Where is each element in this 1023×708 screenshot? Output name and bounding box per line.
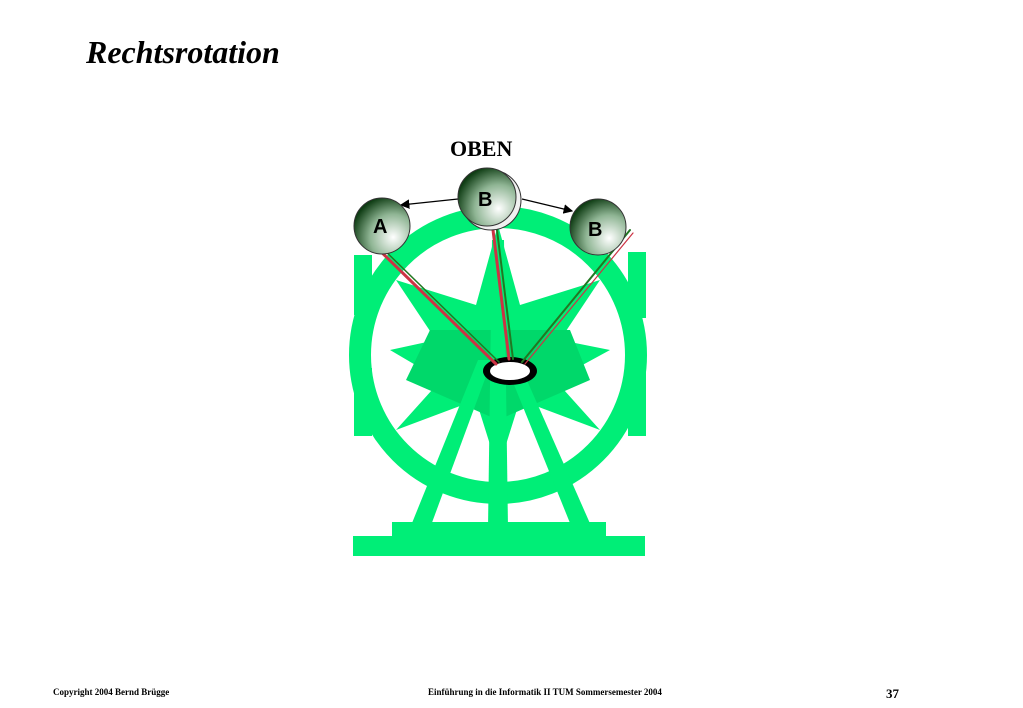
wheel-side-block-right-bottom bbox=[628, 370, 646, 436]
node-left-circle bbox=[353, 197, 411, 255]
wheel-structure bbox=[349, 206, 647, 556]
wheel-support-right-leg bbox=[504, 360, 592, 528]
footer-course: Einführung in die Informatik II TUM Somm… bbox=[428, 687, 662, 697]
node-top: B bbox=[457, 167, 522, 231]
node-right-label: B bbox=[588, 219, 602, 241]
rod-right-green bbox=[521, 229, 631, 363]
node-right-circle bbox=[569, 198, 627, 256]
rod-left-red bbox=[370, 241, 498, 366]
top-label: OBEN bbox=[450, 136, 513, 161]
node-left-label: A bbox=[373, 216, 387, 238]
wheel-base-lower bbox=[353, 536, 645, 556]
rod-right-red bbox=[524, 232, 634, 365]
arrow-to-right-node bbox=[521, 198, 574, 214]
rod-left-green bbox=[374, 240, 500, 363]
wheel-side-block-right-top bbox=[628, 252, 646, 318]
arrow-to-left-node bbox=[399, 198, 459, 209]
footer-copyright: Copyright 2004 Bernd Brügge bbox=[53, 687, 170, 697]
rod-top-green bbox=[495, 221, 514, 360]
node-left: A bbox=[353, 197, 411, 255]
slide-title: Rechtsrotation bbox=[86, 34, 280, 70]
node-right: B bbox=[569, 198, 627, 256]
wheel-side-block-left-top bbox=[354, 255, 372, 315]
rod-top-red bbox=[490, 220, 511, 361]
rotation-arrows bbox=[399, 198, 574, 214]
wheel-support-left-leg bbox=[410, 360, 492, 528]
rods bbox=[370, 220, 634, 366]
node-top-circle bbox=[457, 167, 517, 227]
wheel-base-upper bbox=[392, 522, 606, 536]
wheel-side-block-left-bottom bbox=[354, 368, 372, 436]
node-top-label: B bbox=[478, 189, 492, 211]
hub-ring-inner bbox=[490, 362, 530, 380]
page-number: 37 bbox=[886, 686, 899, 701]
